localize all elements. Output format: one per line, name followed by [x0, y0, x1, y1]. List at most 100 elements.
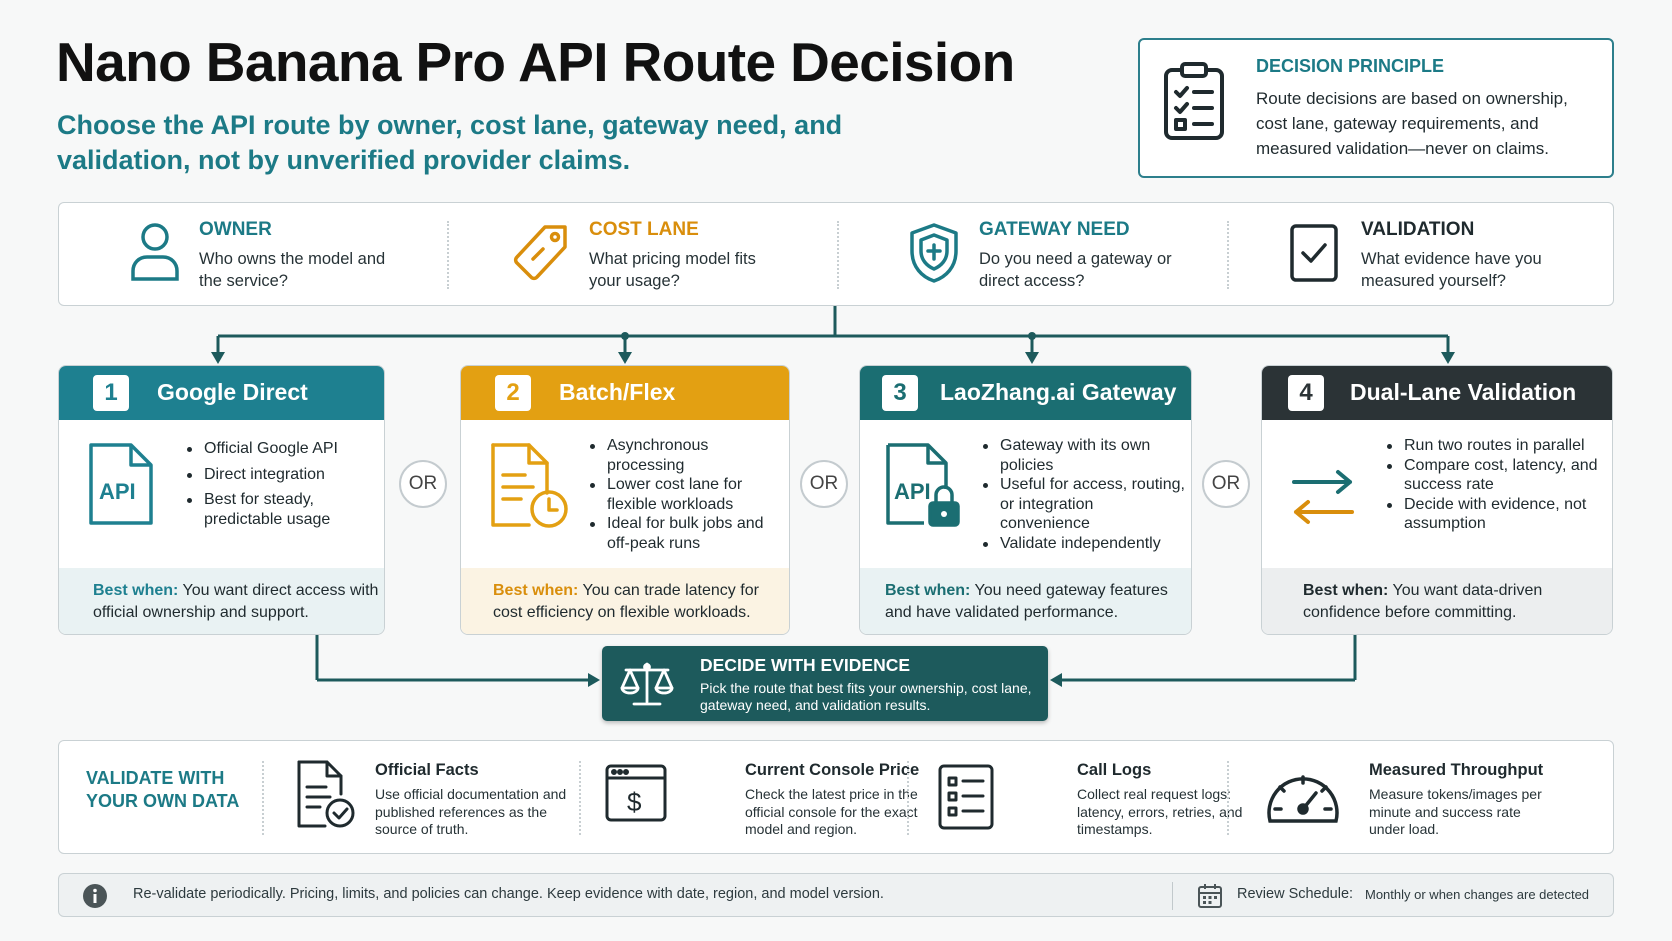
- route-number: 3: [882, 375, 918, 411]
- criterion-text: Do you need a gateway or direct access?: [979, 250, 1172, 290]
- svg-text:API: API: [99, 479, 136, 504]
- best-text: You can trade latency for cost efficienc…: [493, 582, 759, 621]
- price-tag-icon: [509, 221, 573, 290]
- validate-item-heading: Current Console Price: [745, 761, 920, 779]
- route-number: 1: [93, 375, 129, 411]
- divider: [907, 761, 909, 835]
- best-when: Best when: You want direct access with o…: [59, 568, 384, 634]
- card-header: 3 LaoZhang.ai Gateway: [860, 366, 1191, 420]
- decide-text: Pick the route that best fits your owner…: [700, 680, 1032, 713]
- validate-item-call-logs: Call Logs Collect real request logs: lat…: [929, 741, 1242, 853]
- route-title: Google Direct: [157, 379, 308, 405]
- page-title: Nano Banana Pro API Route Decision: [56, 31, 1015, 93]
- bullet: Asynchronous processing: [587, 436, 787, 475]
- page-subtitle: Choose the API route by owner, cost lane…: [57, 110, 843, 175]
- route-number: 4: [1288, 375, 1324, 411]
- card-header: 2 Batch/Flex: [461, 366, 789, 420]
- criterion-text: What evidence have you measured yourself…: [1361, 250, 1542, 290]
- bullet: Ideal for bulk jobs and off-peak runs: [587, 514, 787, 553]
- best-when: Best when: You can trade latency for cos…: [461, 568, 789, 634]
- route-number: 2: [495, 375, 531, 411]
- document-check-icon: [296, 759, 356, 834]
- best-when: Best when: You need gateway features and…: [860, 568, 1191, 634]
- swap-arrows-icon: [1288, 466, 1358, 533]
- route-title: Batch/Flex: [559, 379, 676, 405]
- criterion-heading: COST LANE: [589, 219, 699, 240]
- route-title: LaoZhang.ai Gateway: [940, 379, 1177, 405]
- route-bullets: Asynchronous processing Lower cost lane …: [587, 436, 787, 553]
- bullet: Direct integration: [184, 465, 379, 485]
- route-bullets: Official Google API Direct integration B…: [184, 439, 379, 529]
- divider: [837, 221, 839, 289]
- divider: [579, 761, 581, 835]
- best-label: Best when:: [93, 582, 179, 599]
- route-title: Dual-Lane Validation: [1350, 379, 1577, 405]
- route-bullets: Run two routes in parallel Compare cost,…: [1384, 436, 1604, 534]
- validate-item-official-facts: Official Facts Use official documentatio…: [289, 741, 599, 853]
- criterion-cost-lane: COST LANE What pricing model fits your u…: [449, 203, 839, 305]
- info-icon: [83, 884, 107, 913]
- criterion-validation: VALIDATION What evidence have you measur…: [1229, 203, 1615, 305]
- divider: [1172, 882, 1173, 910]
- or-badge: OR: [800, 460, 848, 508]
- validate-item-heading: Call Logs: [1077, 761, 1152, 779]
- route-card-dual-lane-validation[interactable]: 4 Dual-Lane Validation Run two routes in…: [1261, 365, 1613, 635]
- validate-item-console-price: $ Current Console Price Check the latest…: [599, 741, 919, 853]
- validate-item-text: Use official documentation and published…: [375, 786, 567, 837]
- bullet: Decide with evidence, not assumption: [1384, 495, 1604, 534]
- bullet: Gateway with its own policies: [980, 436, 1185, 475]
- criterion-heading: VALIDATION: [1361, 219, 1475, 240]
- document-clock-icon: [489, 441, 573, 536]
- criterion-gateway-need: GATEWAY NEED Do you need a gateway or di…: [839, 203, 1229, 305]
- review-schedule-value: Monthly or when changes are detected: [1365, 887, 1590, 902]
- user-icon: [129, 221, 181, 288]
- criterion-text: Who owns the model and the service?: [199, 250, 386, 290]
- card-header: 1 Google Direct: [59, 366, 384, 420]
- bullet: Compare cost, latency, and success rate: [1384, 456, 1604, 495]
- bullet: Official Google API: [184, 439, 379, 459]
- route-card-laozhang-gateway[interactable]: 3 LaoZhang.ai Gateway API Gateway with i…: [859, 365, 1192, 635]
- bullet: Useful for access, routing, or integrati…: [980, 475, 1185, 534]
- list-log-icon: [937, 763, 995, 836]
- validate-item-heading: Measured Throughput: [1369, 761, 1544, 779]
- validate-heading: VALIDATE WITH YOUR OWN DATA: [86, 768, 240, 811]
- validate-item-measured-throughput: Measured Throughput Measure tokens/image…: [1259, 741, 1609, 853]
- principle-label: DECISION PRINCIPLE: [1256, 56, 1445, 76]
- route-card-batch-flex[interactable]: 2 Batch/Flex Asynchronous processing Low…: [460, 365, 790, 635]
- best-label: Best when:: [493, 582, 579, 599]
- or-badge: OR: [1202, 460, 1250, 508]
- api-lock-icon: API: [884, 441, 964, 536]
- best-text: You want direct access with official own…: [93, 582, 379, 621]
- route-card-google-direct[interactable]: 1 Google Direct API Official Google API …: [58, 365, 385, 635]
- validate-item-text: Check the latest price in the official c…: [745, 786, 918, 837]
- card-header: 4 Dual-Lane Validation: [1262, 366, 1612, 420]
- best-label: Best when:: [885, 582, 971, 599]
- criteria-row: OWNER Who owns the model and the service…: [58, 202, 1614, 306]
- bullet: Run two routes in parallel: [1384, 436, 1604, 456]
- clipboard-checklist-icon: [1162, 60, 1226, 147]
- or-badge: OR: [399, 460, 447, 508]
- divider: [1227, 761, 1229, 835]
- divider: [447, 221, 449, 289]
- browser-dollar-icon: $: [604, 763, 668, 830]
- divider: [262, 761, 264, 835]
- best-label: Best when:: [1303, 582, 1389, 599]
- divider: [1227, 221, 1229, 289]
- checkbox-icon: [1289, 223, 1339, 288]
- validate-item-text: Measure tokens/images per minute and suc…: [1369, 786, 1542, 837]
- bullet: Lower cost lane for flexible workloads: [587, 475, 787, 514]
- decision-principle-box: DECISION PRINCIPLE Route decisions are b…: [1138, 38, 1614, 178]
- validate-row: VALIDATE WITH YOUR OWN DATA Official Fac…: [58, 740, 1614, 854]
- footer-bar: Re-validate periodically. Pricing, limit…: [58, 873, 1614, 917]
- criterion-heading: OWNER: [199, 219, 272, 240]
- criterion-text: What pricing model fits your usage?: [589, 250, 756, 290]
- best-when: Best when: You want data-driven confiden…: [1262, 568, 1612, 634]
- criterion-owner: OWNER Who owns the model and the service…: [59, 203, 449, 305]
- svg-text:API: API: [894, 479, 931, 504]
- decide-with-evidence-box: DECIDE WITH EVIDENCE Pick the route that…: [602, 646, 1048, 721]
- validate-item-heading: Official Facts: [375, 761, 479, 779]
- scales-icon: [620, 660, 674, 713]
- footer-note: Re-validate periodically. Pricing, limit…: [133, 886, 884, 902]
- shield-icon: [906, 221, 962, 290]
